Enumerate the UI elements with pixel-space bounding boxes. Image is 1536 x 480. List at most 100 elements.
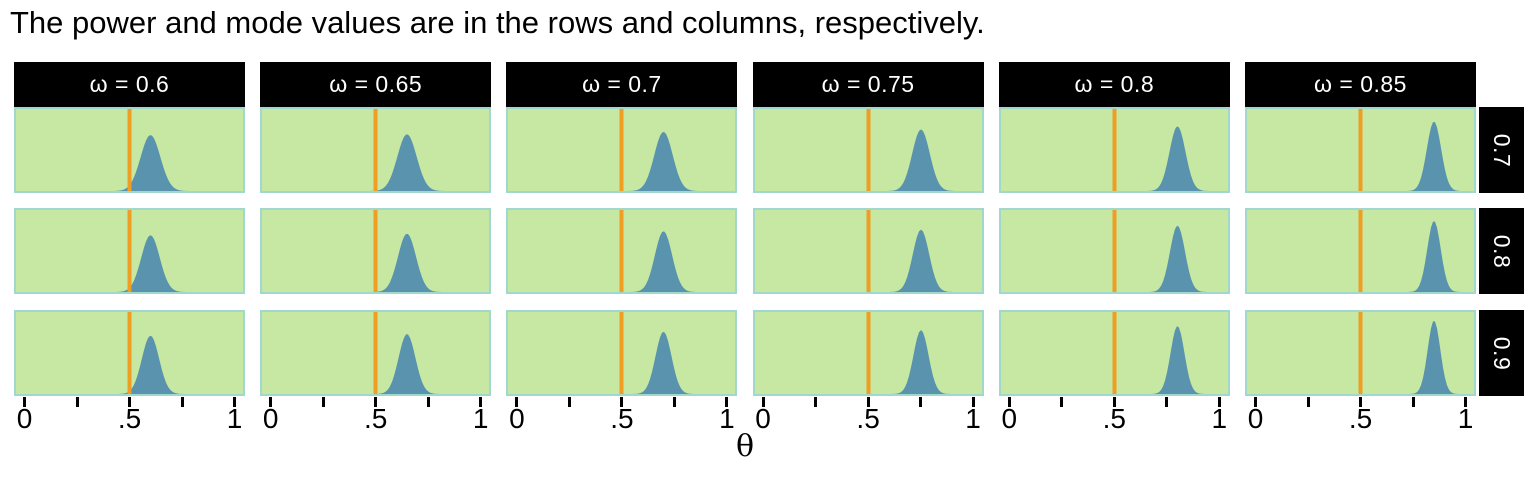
facet-row-strip: 0.9 (1479, 310, 1524, 396)
x-axis-tick (761, 397, 765, 407)
x-axis-tick (23, 397, 26, 407)
facet-panel-svg (14, 310, 245, 396)
x-axis-tick (620, 397, 624, 407)
x-axis-tick (1254, 397, 1257, 407)
facet-panel (1245, 310, 1476, 396)
x-axis-tick-label: .5 (610, 403, 634, 434)
density-curve (1247, 122, 1474, 191)
facet-panel (998, 208, 1230, 294)
facet-panel-svg (506, 310, 738, 396)
x-axis-tick (1060, 397, 1064, 407)
density-curve (508, 131, 736, 191)
x-axis-tick (1007, 397, 1011, 407)
facet-row-strip-label: 0.7 (1488, 133, 1515, 167)
reference-line (619, 210, 624, 292)
x-axis-tick-label: 1 (1211, 403, 1228, 434)
facet-panel (752, 208, 984, 294)
facet-panel-svg (1245, 107, 1476, 193)
facet-column-strip-label: ω = 0.75 (821, 71, 915, 97)
facet-panel-svg (1245, 208, 1476, 294)
facet-panel-svg (506, 208, 738, 294)
x-axis-tick-label: .5 (364, 403, 388, 434)
x-axis-tick (1165, 397, 1169, 407)
x-axis-tick-label: 0 (509, 403, 525, 434)
facet-column-strip: ω = 0.6 (14, 62, 245, 107)
facet-row-strip: 0.7 (1479, 107, 1524, 193)
x-axis-tick-label: .5 (856, 403, 880, 434)
reference-line (373, 109, 378, 191)
facet-row-strip-label: 0.9 (1488, 336, 1515, 370)
reference-line (866, 210, 871, 292)
reference-line (866, 109, 871, 191)
facet-panel (506, 107, 738, 193)
x-axis-tick-label: 0 (1001, 403, 1018, 434)
facet-panel (260, 310, 492, 396)
facet-column-strip-label: ω = 0.7 (582, 71, 662, 97)
facet-column-strip-label: ω = 0.65 (329, 71, 423, 97)
reference-line (373, 312, 378, 394)
facet-panel (1245, 208, 1476, 294)
reference-line (866, 312, 871, 394)
x-axis-tick-label: 0 (262, 403, 279, 434)
x-axis-tick (919, 397, 923, 407)
x-axis-tick-label: 1 (472, 403, 489, 434)
x-axis-tick-label: 1 (1457, 403, 1474, 434)
density-curve (1000, 126, 1228, 191)
facet-column-strip-label: ω = 0.6 (89, 71, 170, 97)
reference-line (373, 210, 378, 292)
x-axis-tick (814, 397, 818, 407)
facet-panel-svg (998, 208, 1230, 294)
x-axis-tick (233, 397, 236, 407)
facet-panel-svg (752, 208, 984, 294)
facet-panel-svg (14, 208, 245, 294)
reference-line (1112, 210, 1117, 292)
x-axis-tick (128, 397, 131, 407)
facet-panel-svg (260, 310, 492, 396)
facet-column-strip-label: ω = 0.8 (1074, 71, 1155, 97)
reference-line (1358, 312, 1363, 394)
x-axis-tick (1359, 397, 1362, 407)
x-axis-label: θ (735, 429, 755, 464)
x-axis-tick-label: 0 (16, 403, 33, 434)
facet-panel-svg (260, 107, 492, 193)
facet-panel (998, 107, 1230, 193)
density-curve (754, 129, 982, 191)
facet-column-strip: ω = 0.8 (998, 62, 1230, 107)
facet-panel (752, 310, 984, 396)
reference-line (619, 312, 624, 394)
x-axis-tick (479, 397, 483, 407)
facet-column-strip: ω = 0.85 (1245, 62, 1476, 107)
facet-column-strip: ω = 0.7 (506, 62, 738, 107)
density-curve (754, 229, 982, 292)
reference-line (1358, 109, 1363, 191)
density-curve (754, 330, 982, 394)
x-axis-tick (1411, 397, 1415, 407)
x-axis-tick (725, 397, 729, 407)
x-axis-tick-label: 1 (719, 403, 735, 434)
x-axis-tick (426, 397, 430, 407)
density-curve (1000, 225, 1228, 292)
x-axis-tick-label: .5 (1348, 403, 1373, 434)
facet-column-strip-label: ω = 0.85 (1314, 71, 1407, 97)
facet-panel-svg (1245, 310, 1476, 396)
x-axis-tick (374, 397, 378, 407)
x-axis-tick-label: .5 (1102, 403, 1126, 434)
facet-panel (752, 107, 984, 193)
reference-line (1112, 312, 1117, 394)
x-axis-tick (75, 397, 79, 407)
facet-column-strip: ω = 0.75 (752, 62, 984, 107)
reference-line (127, 109, 132, 191)
facet-panel-svg (998, 310, 1230, 396)
facet-panel (14, 107, 245, 193)
facet-panel (14, 310, 245, 396)
facet-panel (260, 107, 492, 193)
x-axis-tick (321, 397, 325, 407)
reference-line (127, 210, 132, 292)
density-curve (1247, 221, 1474, 292)
x-axis-tick (180, 397, 184, 407)
x-axis-tick (269, 397, 273, 407)
x-axis-tick (672, 397, 676, 407)
reference-line (127, 312, 132, 394)
facet-panel-svg (752, 107, 984, 193)
